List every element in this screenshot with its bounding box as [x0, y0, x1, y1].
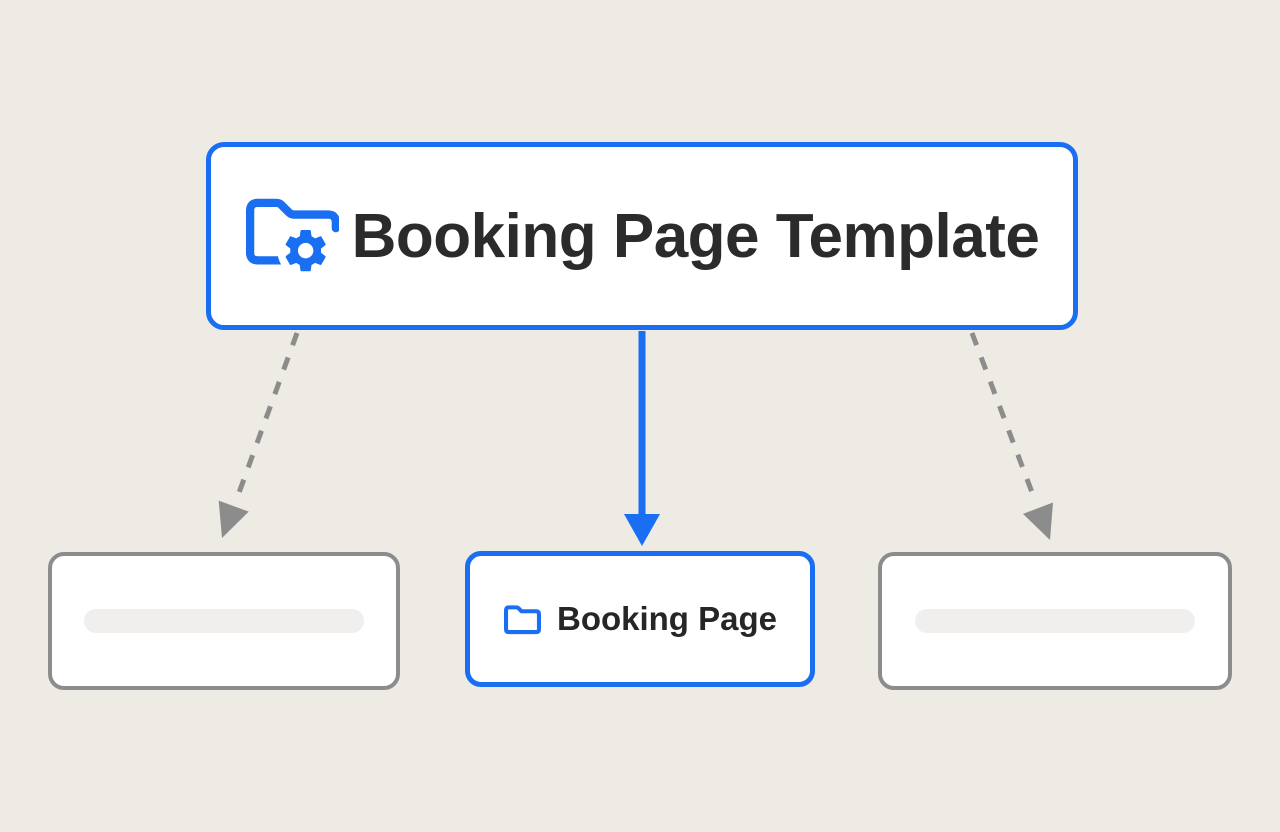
- folder-icon: [503, 604, 542, 635]
- connector-dashed-left-arrow: [218, 332, 300, 538]
- root-node-label: Booking Page Template: [351, 201, 1040, 271]
- connector-dashed-right-arrow: [969, 332, 1053, 540]
- right-child-node-placeholder[interactable]: [878, 552, 1232, 690]
- skeleton-text-bar: [84, 609, 364, 633]
- skeleton-text-bar: [915, 609, 1195, 633]
- connector-solid-center-arrow: [624, 331, 660, 546]
- left-child-node-placeholder[interactable]: [48, 552, 400, 690]
- center-child-node-label: Booking Page: [556, 600, 778, 637]
- center-child-node-booking-page[interactable]: Booking Page: [465, 551, 815, 687]
- folder-gear-icon: [245, 198, 339, 274]
- root-node-booking-page-template[interactable]: Booking Page Template: [206, 142, 1078, 330]
